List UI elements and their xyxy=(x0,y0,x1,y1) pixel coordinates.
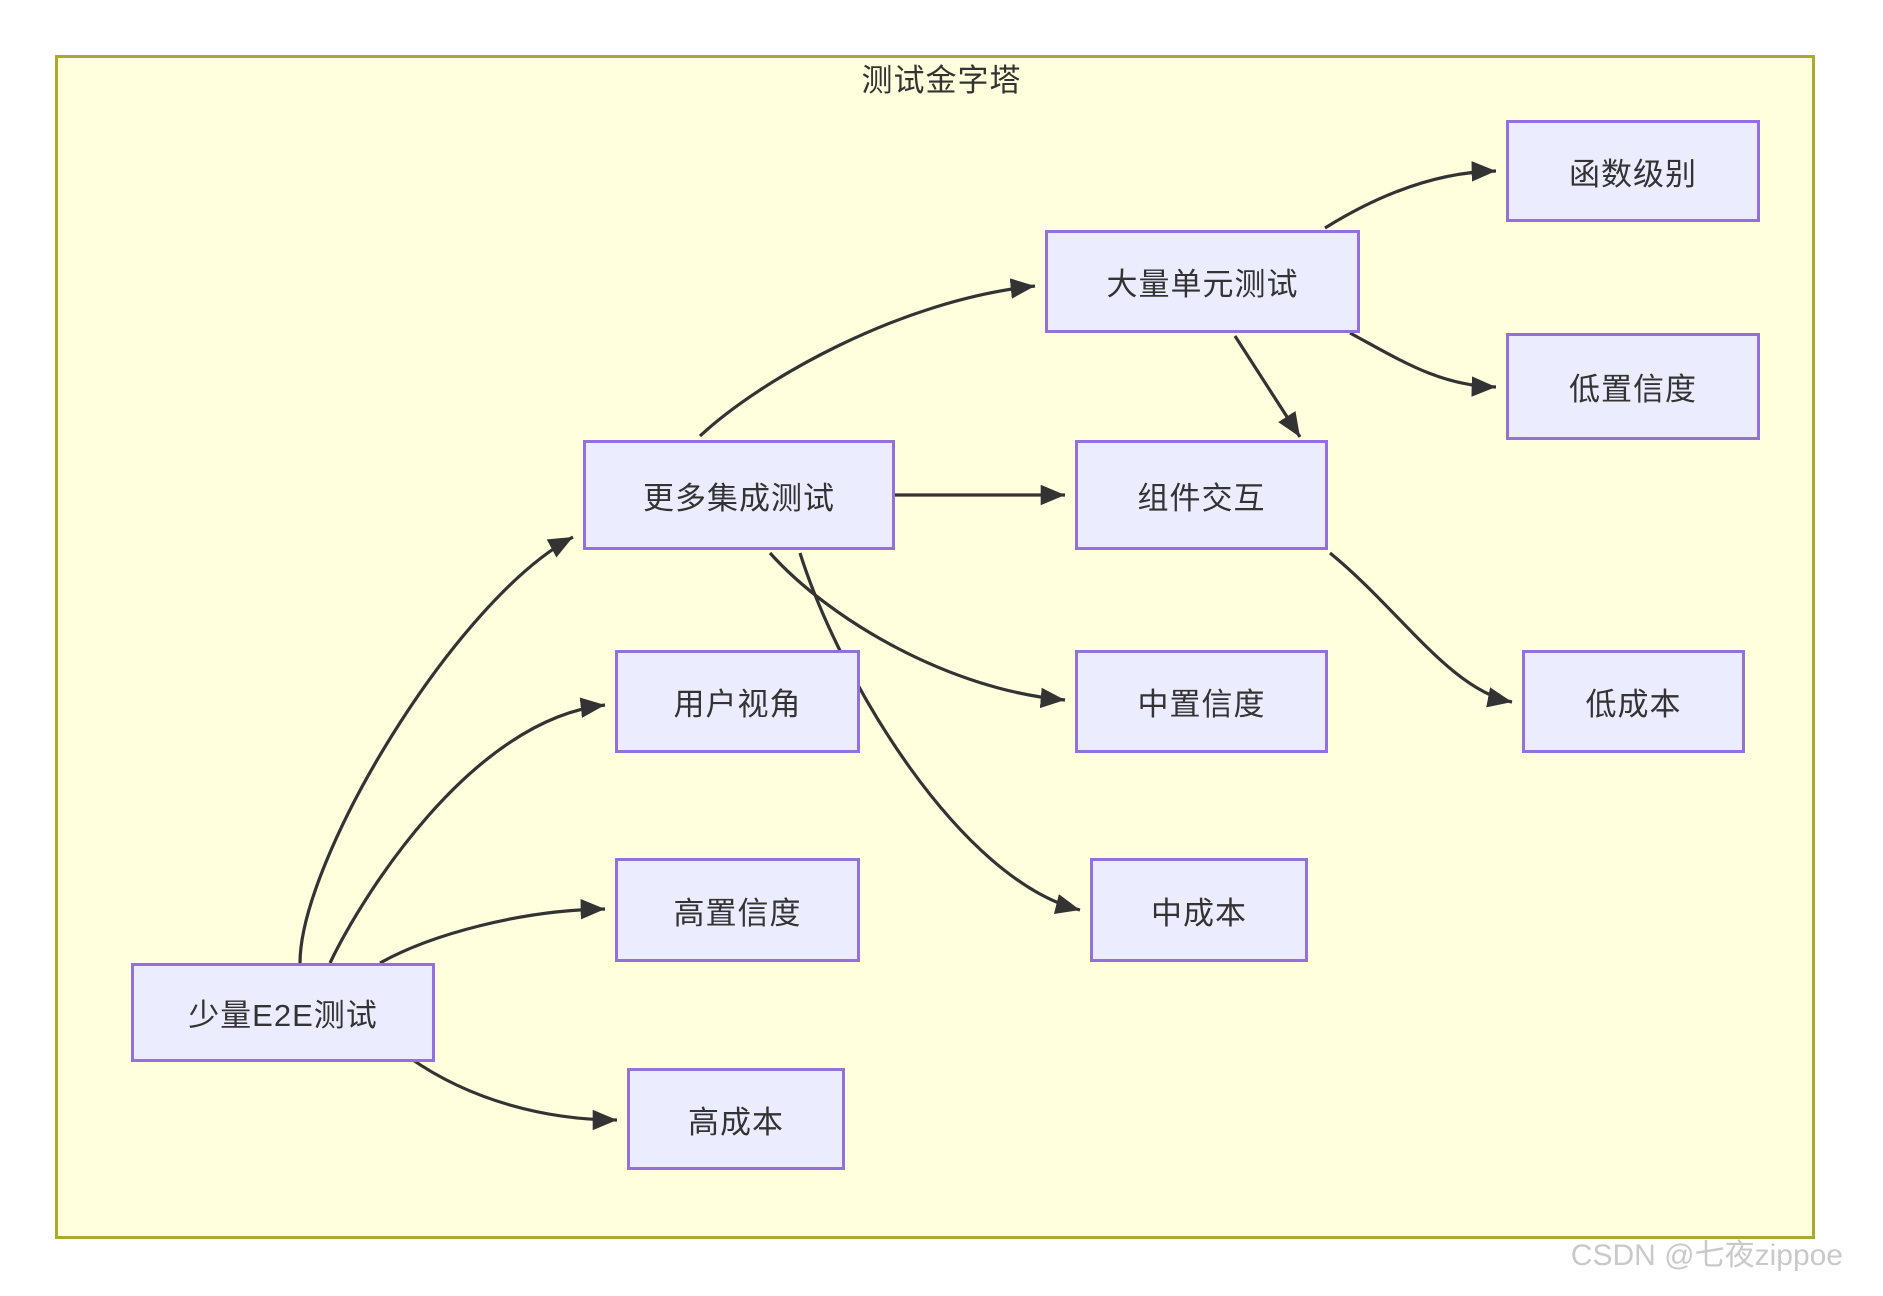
node-unit[interactable]: 大量单元测试 xyxy=(1045,230,1360,333)
node-user-view[interactable]: 用户视角 xyxy=(615,650,860,753)
node-func-level[interactable]: 函数级别 xyxy=(1506,120,1760,222)
node-label: 低置信度 xyxy=(1569,372,1697,407)
node-label: 少量E2E测试 xyxy=(188,998,378,1033)
node-label: 高成本 xyxy=(688,1104,784,1140)
node-label: 组件交互 xyxy=(1137,480,1266,516)
node-low-conf[interactable]: 低置信度 xyxy=(1506,333,1760,440)
node-high-cost[interactable]: 高成本 xyxy=(627,1068,845,1170)
node-label: 中成本 xyxy=(1151,895,1247,931)
node-high-conf[interactable]: 高置信度 xyxy=(615,858,860,962)
node-component[interactable]: 组件交互 xyxy=(1075,440,1328,550)
node-low-cost[interactable]: 低成本 xyxy=(1522,650,1745,753)
node-e2e[interactable]: 少量E2E测试 xyxy=(131,963,435,1062)
watermark: CSDN @七夜zippoe xyxy=(1570,1239,1843,1272)
node-label: 中置信度 xyxy=(1137,687,1266,722)
node-label: 函数级别 xyxy=(1569,156,1697,192)
diagram-title: 测试金字塔 xyxy=(861,63,1022,98)
node-label: 用户视角 xyxy=(673,687,802,722)
node-label: 更多集成测试 xyxy=(643,480,835,516)
node-label: 低成本 xyxy=(1585,687,1682,722)
node-integration[interactable]: 更多集成测试 xyxy=(583,440,895,550)
node-mid-conf[interactable]: 中置信度 xyxy=(1075,650,1328,753)
node-label: 大量单元测试 xyxy=(1106,267,1299,302)
node-mid-cost[interactable]: 中成本 xyxy=(1090,858,1308,962)
node-label: 高置信度 xyxy=(673,895,802,931)
